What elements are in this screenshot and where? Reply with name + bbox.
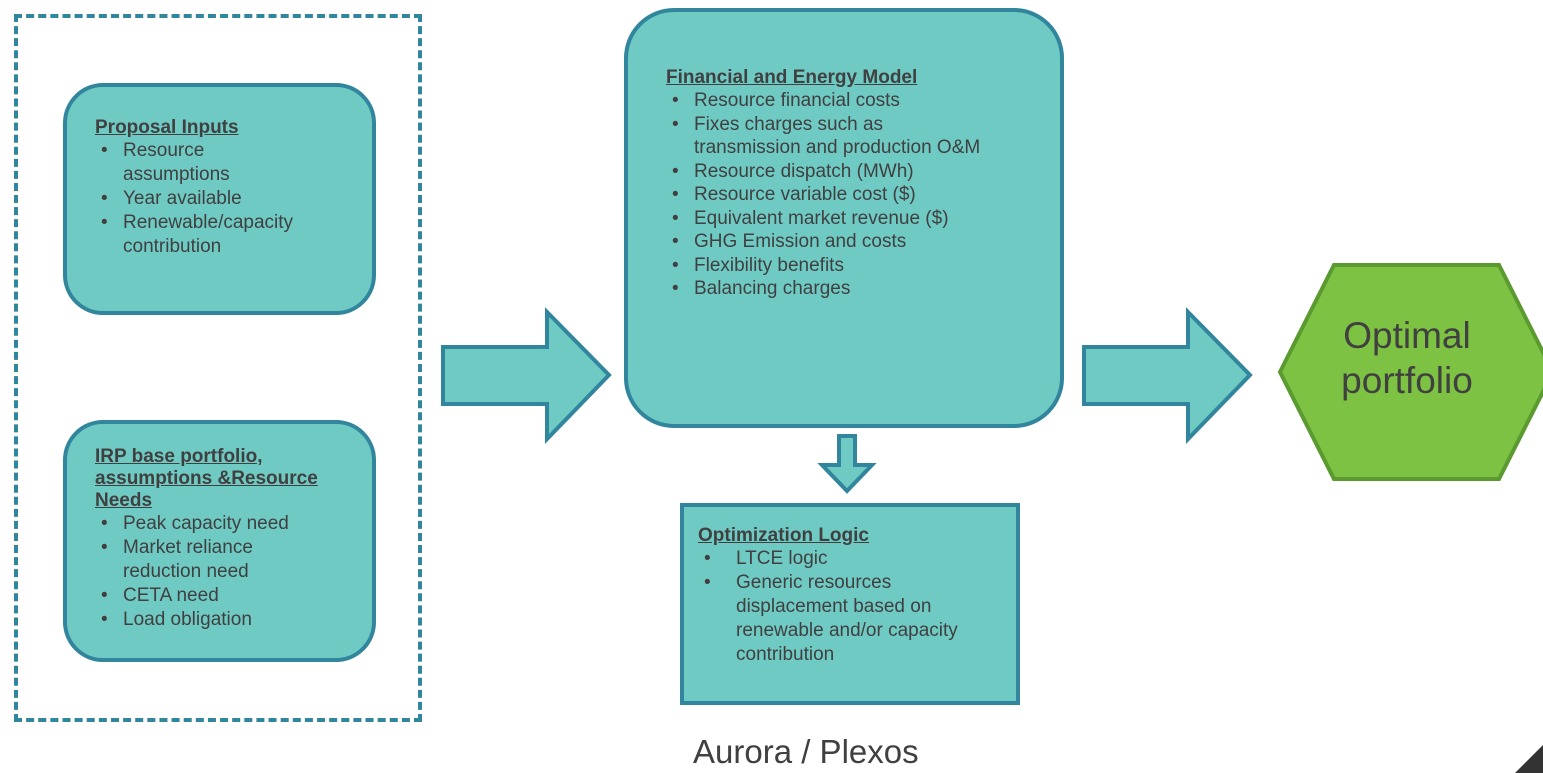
flow-arrow-down: [817, 434, 877, 494]
list-item: Balancing charges: [666, 277, 1050, 301]
financial-model-title: Financial and Energy Model: [666, 67, 918, 88]
list-item: Generic resources displacement based on …: [698, 571, 996, 667]
optimal-portfolio-hexagon: [1277, 263, 1543, 481]
list-item: Resource variable cost ($): [666, 183, 1050, 207]
irp-base-portfolio-box: IRP base portfolio, assumptions &Resourc…: [63, 420, 376, 662]
list-item: Fixes charges such as transmission and p…: [666, 113, 994, 160]
optimization-logic-title: Optimization Logic: [698, 525, 869, 546]
flow-arrow-right: [1082, 307, 1253, 444]
financial-model-list: Resource financial costs Fixes charges s…: [666, 89, 1050, 301]
list-item: LTCE logic: [698, 547, 1006, 571]
irp-title: IRP base portfolio, assumptions &Resourc…: [95, 446, 318, 511]
list-item: Market reliance reduction need: [95, 536, 323, 584]
list-item: Flexibility benefits: [666, 254, 1050, 278]
list-item: Resource assumptions: [95, 139, 253, 187]
financial-energy-model-box: Financial and Energy Model Resource fina…: [624, 8, 1064, 428]
list-item: Renewable/capacity contribution: [95, 211, 353, 259]
proposal-inputs-title: Proposal Inputs: [95, 117, 239, 138]
logo-icon: [1515, 745, 1543, 773]
list-item: GHG Emission and costs: [666, 230, 1050, 254]
list-item: Load obligation: [95, 608, 362, 632]
aurora-plexos-label: Aurora / Plexos: [693, 733, 919, 770]
proposal-inputs-box: Proposal Inputs Resource assumptions Yea…: [63, 83, 376, 315]
optimal-portfolio-label: Optimal portfolio: [1341, 315, 1473, 401]
list-item: Equivalent market revenue ($): [666, 207, 1050, 231]
list-item: Year available: [95, 187, 362, 211]
flow-arrow-right: [441, 307, 612, 444]
list-item: Resource financial costs: [666, 89, 1050, 113]
optimization-logic-list: LTCE logic Generic resources displacemen…: [698, 547, 1006, 667]
proposal-inputs-list: Resource assumptions Year available Rene…: [95, 139, 362, 259]
irp-list: Peak capacity need Market reliance reduc…: [95, 512, 362, 632]
list-item: Peak capacity need: [95, 512, 362, 536]
list-item: Resource dispatch (MWh): [666, 160, 1050, 184]
optimization-logic-box: Optimization Logic LTCE logic Generic re…: [680, 503, 1020, 705]
list-item: CETA need: [95, 584, 362, 608]
inputs-group-border: [14, 14, 422, 722]
